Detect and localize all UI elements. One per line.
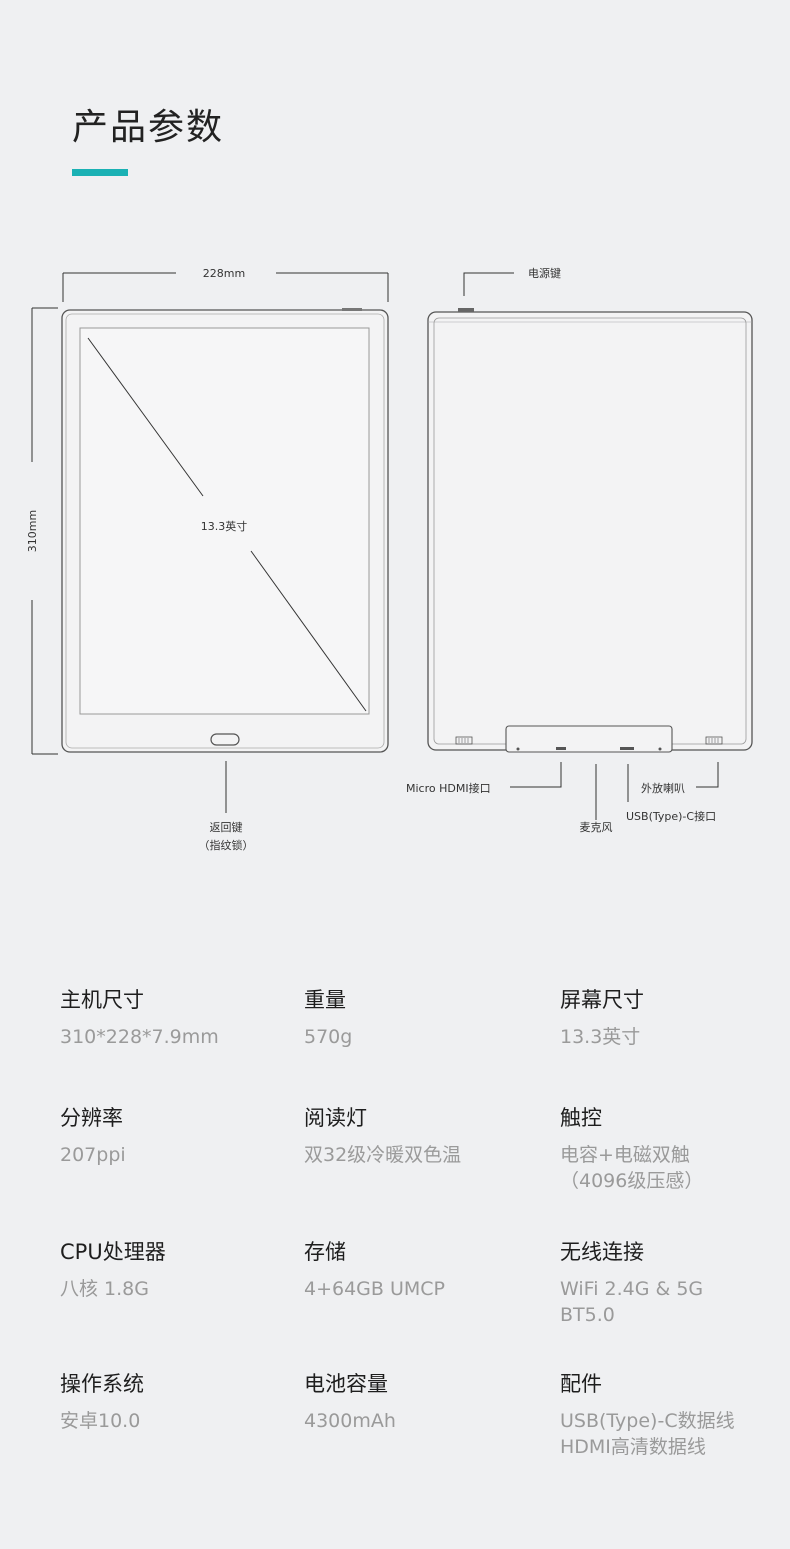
spec-label: 阅读灯: [304, 1106, 367, 1130]
spec-label: 电池容量: [304, 1372, 388, 1396]
spec-item: 阅读灯 双32级冷暖双色温: [304, 1102, 534, 1168]
spec-value: 八核 1.8G: [60, 1278, 149, 1300]
spec-label: CPU处理器: [60, 1240, 166, 1264]
spec-label: 存储: [304, 1240, 346, 1264]
fingerprint-lock-label: （指纹锁）: [199, 838, 254, 852]
spec-value: 207ppi: [60, 1144, 126, 1166]
spec-value: 310*228*7.9mm: [60, 1026, 219, 1048]
front-device: [61, 308, 389, 813]
spec-value: WiFi 2.4G & 5G BT5.0: [560, 1278, 704, 1326]
spec-item: 无线连接 WiFi 2.4G & 5G BT5.0: [560, 1236, 790, 1328]
spec-value: 570g: [304, 1026, 353, 1048]
spec-label: 分辨率: [60, 1106, 123, 1130]
microphone-label: 麦克风: [580, 821, 613, 834]
spec-item: 电池容量 4300mAh: [304, 1368, 534, 1434]
spec-value: 安卓10.0: [60, 1410, 141, 1432]
spec-label: 主机尺寸: [60, 988, 144, 1012]
back-device: [427, 272, 753, 820]
spec-item: 配件 USB(Type)-C数据线 HDMI高清数据线: [560, 1368, 790, 1460]
spec-label: 操作系统: [60, 1372, 144, 1396]
speaker-label: 外放喇叭: [641, 781, 685, 795]
spec-label: 无线连接: [560, 1240, 644, 1264]
height-label: 310mm: [26, 510, 39, 552]
screen-size-label: 13.3英寸: [201, 519, 248, 533]
spec-value: 4300mAh: [304, 1410, 396, 1432]
spec-item: 分辨率 207ppi: [60, 1102, 290, 1168]
page-title: 产品参数: [72, 107, 225, 148]
home-button: [210, 733, 240, 746]
title-accent-bar: [72, 169, 128, 176]
spec-label: 屏幕尺寸: [560, 988, 644, 1012]
spec-label: 重量: [304, 988, 346, 1012]
micro-hdmi-label: Micro HDMI接口: [406, 782, 491, 795]
home-button-label: 返回键: [210, 820, 243, 834]
power-button-label: 电源键: [528, 266, 561, 280]
spec-value: 4+64GB UMCP: [304, 1278, 446, 1300]
spec-label: 触控: [560, 1106, 602, 1130]
spec-item: 重量 570g: [304, 984, 534, 1050]
spec-item: CPU处理器 八核 1.8G: [60, 1236, 290, 1302]
spec-item: 操作系统 安卓10.0: [60, 1368, 290, 1434]
spec-item: 存储 4+64GB UMCP: [304, 1236, 534, 1302]
spec-value: USB(Type)-C数据线 HDMI高清数据线: [560, 1410, 735, 1458]
spec-label: 配件: [560, 1372, 602, 1396]
usb-c-label: USB(Type)-C接口: [626, 810, 716, 823]
device-diagram: 228mm 310mm 13.3英寸 返回键 （指纹锁） 电源键 Micro H…: [26, 266, 753, 852]
spec-item: 主机尺寸 310*228*7.9mm: [60, 984, 290, 1050]
spec-value: 双32级冷暖双色温: [304, 1144, 462, 1166]
width-label: 228mm: [203, 267, 245, 280]
spec-item: 触控 电容+电磁双触 （4096级压感）: [560, 1102, 790, 1194]
spec-item: 屏幕尺寸 13.3英寸: [560, 984, 790, 1050]
spec-value: 13.3英寸: [560, 1026, 641, 1048]
spec-value: 电容+电磁双触 （4096级压感）: [560, 1144, 704, 1192]
